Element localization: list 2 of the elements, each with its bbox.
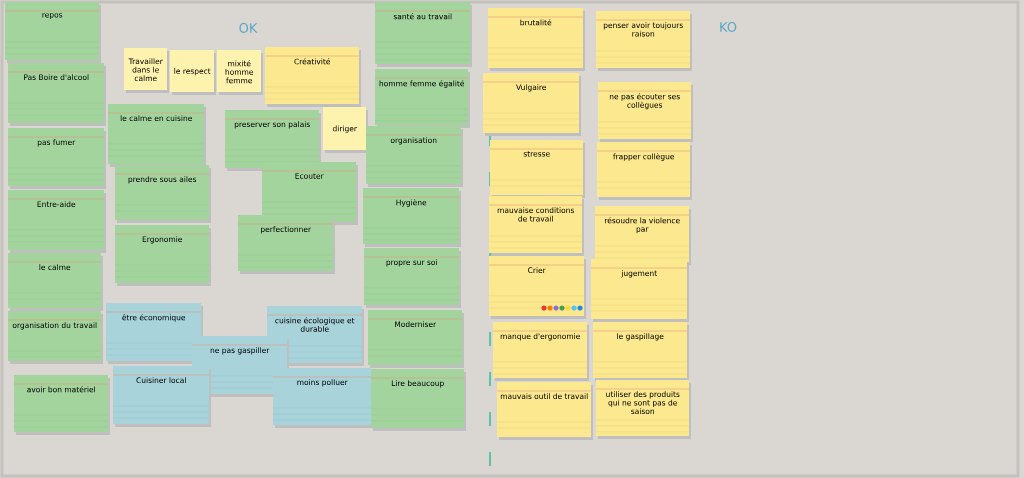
column-heading: KO xyxy=(720,22,737,32)
column-heading: OK xyxy=(239,23,258,33)
